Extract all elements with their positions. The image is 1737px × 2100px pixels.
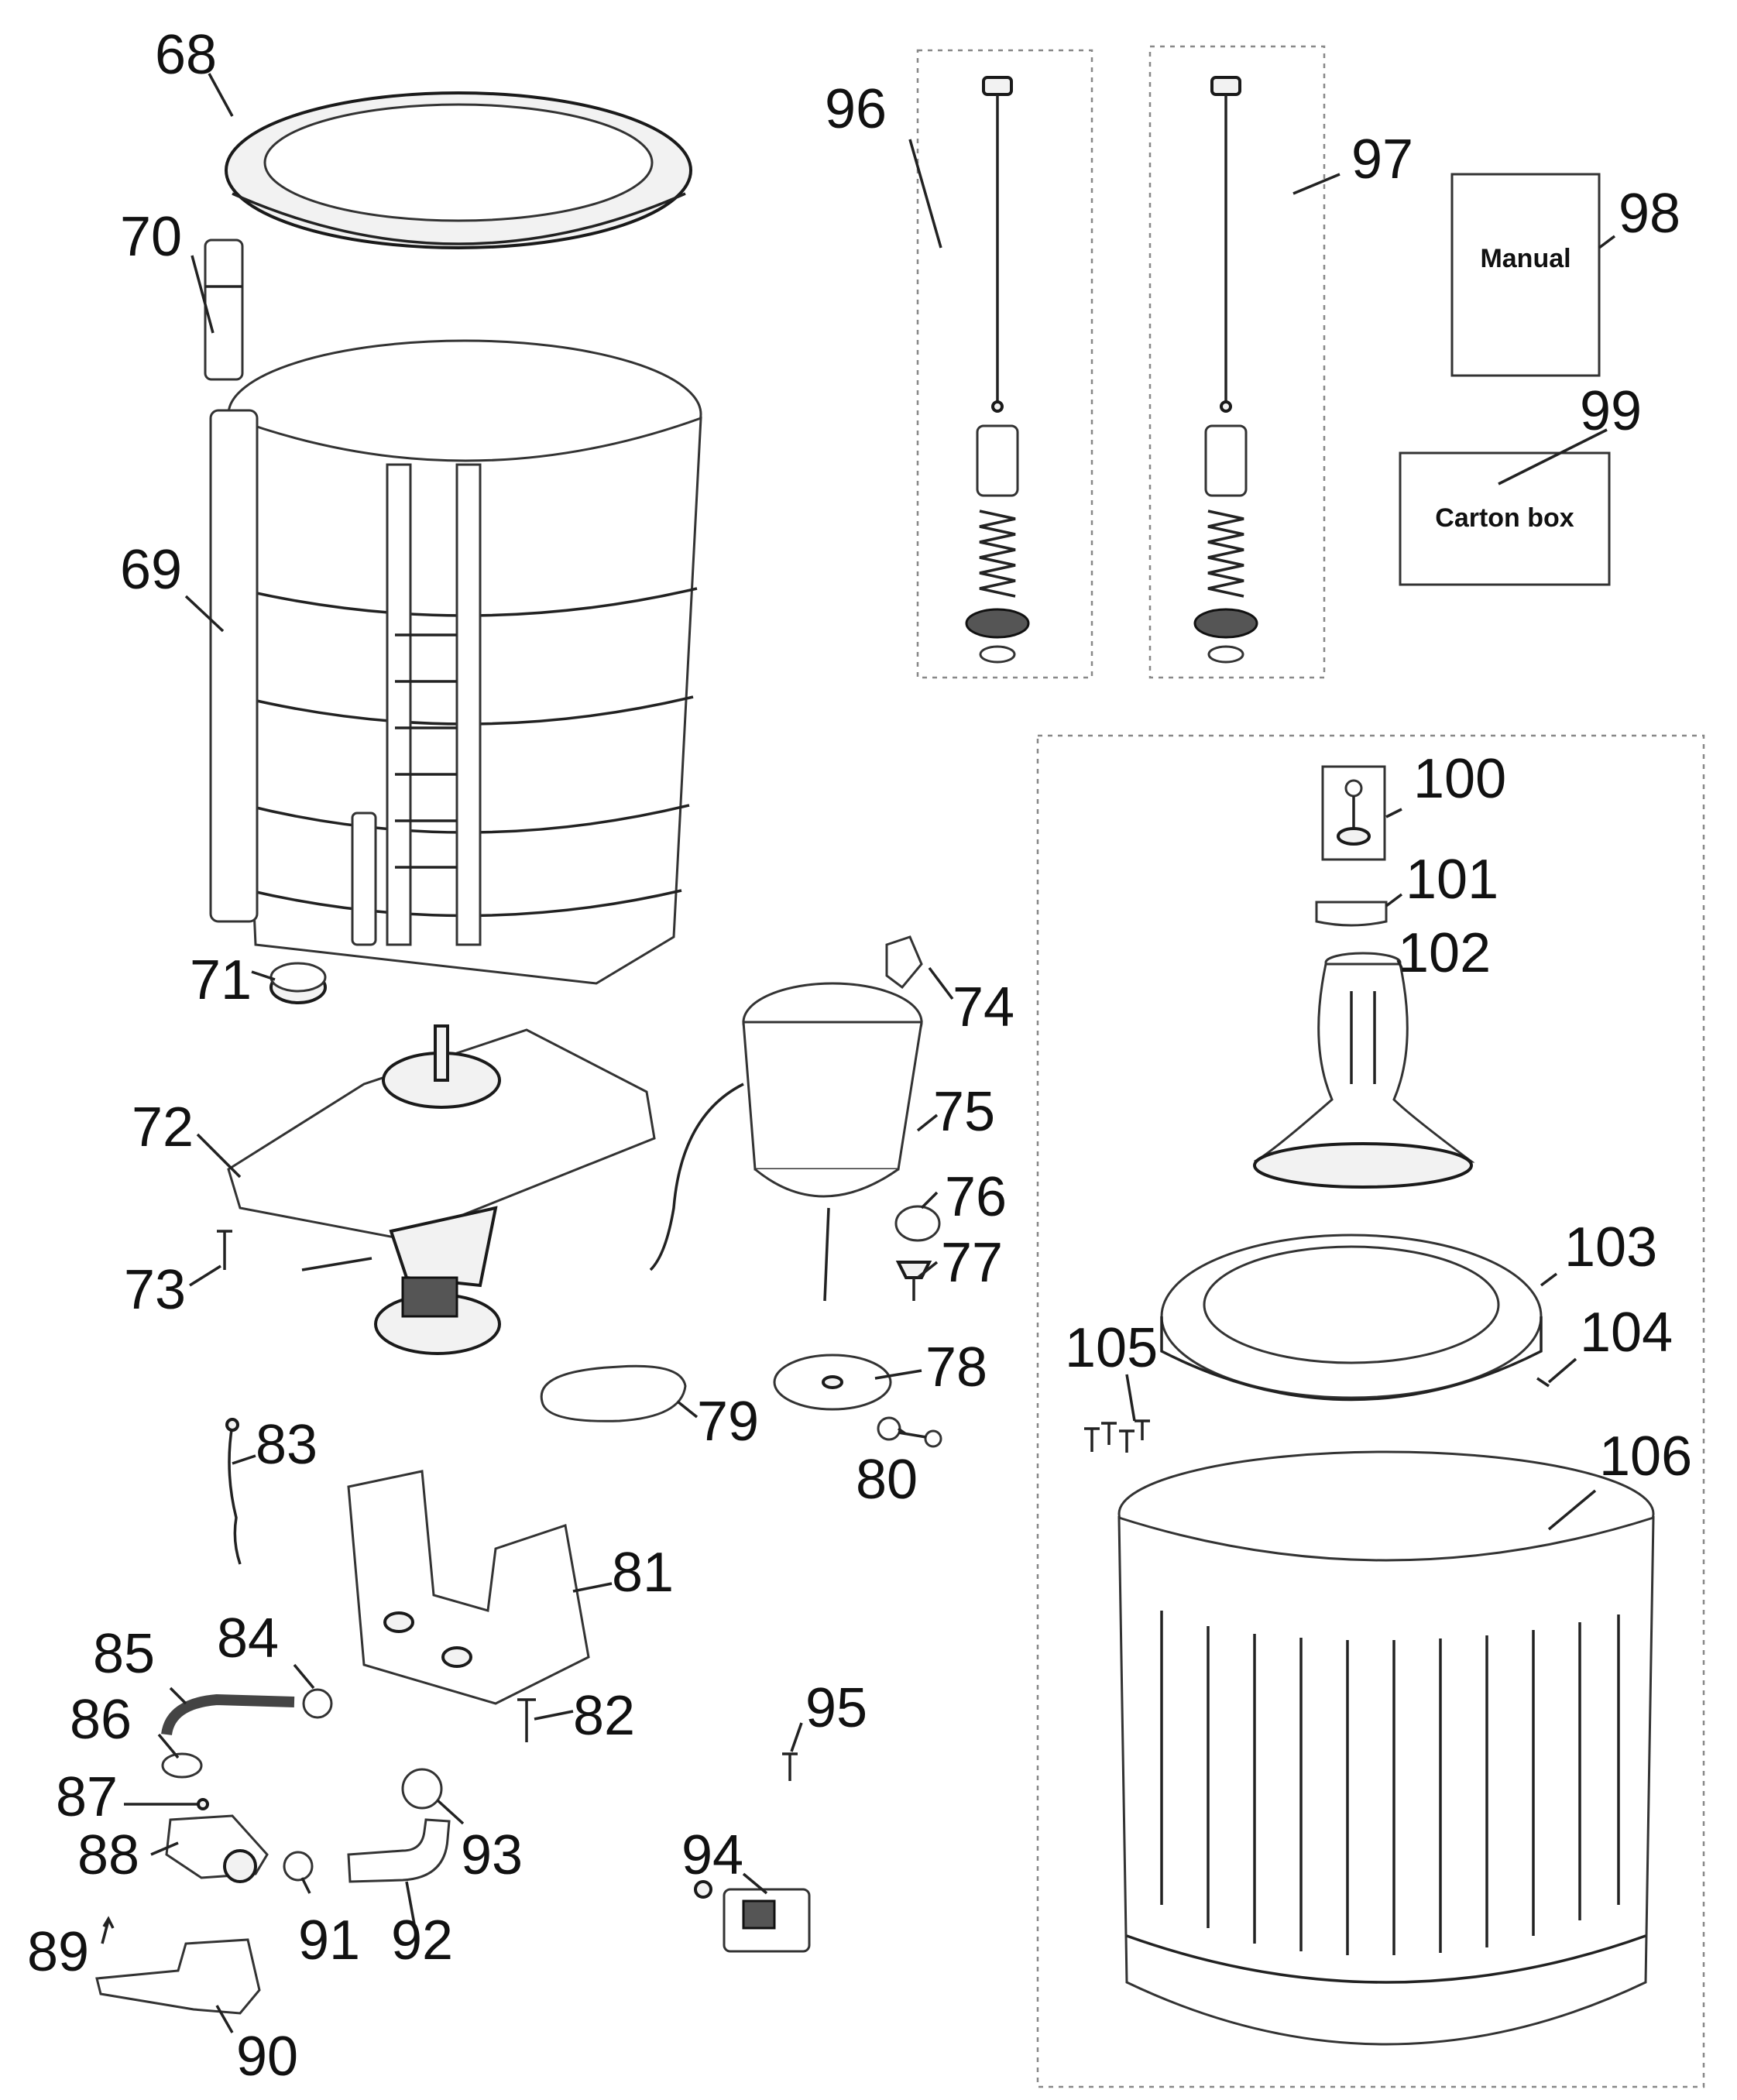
callout-70: 70 xyxy=(120,206,182,268)
part-72-base-transmission xyxy=(227,1024,656,1355)
callout-73: 73 xyxy=(124,1259,186,1321)
callout-88: 88 xyxy=(77,1824,139,1886)
callout-102: 102 xyxy=(1398,922,1491,984)
part-91-hose-clamp xyxy=(283,1851,314,1882)
callout-87: 87 xyxy=(56,1766,118,1828)
callout-69: 69 xyxy=(120,539,182,601)
part-70-hose-tube xyxy=(204,238,244,381)
part-71-cap xyxy=(269,962,327,1004)
callout-101: 101 xyxy=(1406,849,1498,911)
part-96-suspension-rod xyxy=(965,76,1030,664)
part-97-suspension-rod xyxy=(1193,76,1258,664)
callout-78: 78 xyxy=(925,1337,987,1398)
part-78-pulley xyxy=(773,1354,892,1411)
callout-93: 93 xyxy=(461,1824,523,1886)
part-86-clip xyxy=(161,1752,203,1779)
callout-100: 100 xyxy=(1413,748,1506,810)
part-104-screw xyxy=(1536,1377,1550,1388)
callout-96: 96 xyxy=(825,78,887,140)
part-82-screw xyxy=(517,1698,536,1742)
part-69-outer-tub xyxy=(209,339,702,985)
part-94-valve xyxy=(694,1880,811,1953)
callout-97: 97 xyxy=(1351,129,1413,190)
callout-75: 75 xyxy=(933,1081,995,1143)
callout-83: 83 xyxy=(256,1414,318,1476)
callout-86: 86 xyxy=(70,1689,132,1751)
part-103-balance-ring xyxy=(1160,1234,1543,1402)
part-106-inner-basket xyxy=(1117,1450,1655,2046)
part-73-bolt xyxy=(217,1230,232,1270)
carton-box-text: Carton box xyxy=(1435,503,1574,533)
part-77-fitting xyxy=(895,1261,932,1301)
callout-72: 72 xyxy=(132,1096,194,1158)
callout-98: 98 xyxy=(1619,183,1680,245)
callout-76: 76 xyxy=(945,1166,1007,1228)
callout-94: 94 xyxy=(681,1824,743,1886)
callout-103: 103 xyxy=(1564,1216,1657,1278)
manual-box-text: Manual xyxy=(1480,244,1571,273)
part-84-ring-clamp xyxy=(302,1688,333,1719)
callout-81: 81 xyxy=(612,1542,674,1604)
callout-77: 77 xyxy=(941,1232,1003,1294)
callout-106: 106 xyxy=(1599,1426,1692,1488)
callout-80: 80 xyxy=(856,1449,918,1511)
part-68-tub-cover-ring xyxy=(225,91,692,249)
part-100-pulsator-bolt xyxy=(1321,765,1386,861)
part-81-bracket xyxy=(347,1470,590,1705)
part-101-cap xyxy=(1315,901,1388,927)
callout-104: 104 xyxy=(1580,1302,1673,1364)
callout-68: 68 xyxy=(155,24,217,86)
group-frame-96 xyxy=(916,49,1093,679)
callout-85: 85 xyxy=(93,1623,155,1685)
part-92-elbow-hose xyxy=(347,1818,451,1883)
part-85-drain-hose xyxy=(161,1693,295,1736)
callout-71: 71 xyxy=(190,949,252,1011)
part-98-manual: Manual xyxy=(1450,173,1601,377)
part-87-screw xyxy=(124,1798,209,1810)
callout-95: 95 xyxy=(805,1677,867,1739)
callout-84: 84 xyxy=(217,1608,279,1669)
part-95-screw xyxy=(782,1752,798,1781)
group-frame-basket xyxy=(1036,734,1705,2088)
callout-91: 91 xyxy=(298,1910,360,1971)
callout-92: 92 xyxy=(391,1910,453,1971)
callout-82: 82 xyxy=(573,1685,635,1747)
leader-lines xyxy=(150,73,1616,2033)
part-99-carton-box: Carton box xyxy=(1399,451,1611,586)
callout-74: 74 xyxy=(953,976,1014,1038)
part-88-drain-pump xyxy=(165,1814,269,1883)
callout-105: 105 xyxy=(1065,1317,1158,1379)
callout-79: 79 xyxy=(697,1391,759,1453)
part-93-clamp xyxy=(401,1768,443,1810)
part-105-screws xyxy=(1084,1419,1150,1453)
callout-90: 90 xyxy=(236,2026,298,2088)
callout-99: 99 xyxy=(1580,380,1642,442)
part-76-cushion xyxy=(894,1205,941,1242)
part-90-mount-plate xyxy=(95,1938,261,2015)
part-89-screw xyxy=(101,1916,115,1944)
part-74-grommet xyxy=(885,935,923,990)
part-83-wire-harness xyxy=(225,1418,242,1565)
callout-numbers: 68 70 69 71 72 73 74 75 76 77 78 79 80 8… xyxy=(27,24,1692,2088)
part-79-belt xyxy=(540,1364,687,1422)
part-102-pulsator xyxy=(1253,952,1475,1189)
part-75-motor xyxy=(649,982,923,1302)
callout-89: 89 xyxy=(27,1921,89,1983)
part-80-clamp xyxy=(877,1416,942,1448)
